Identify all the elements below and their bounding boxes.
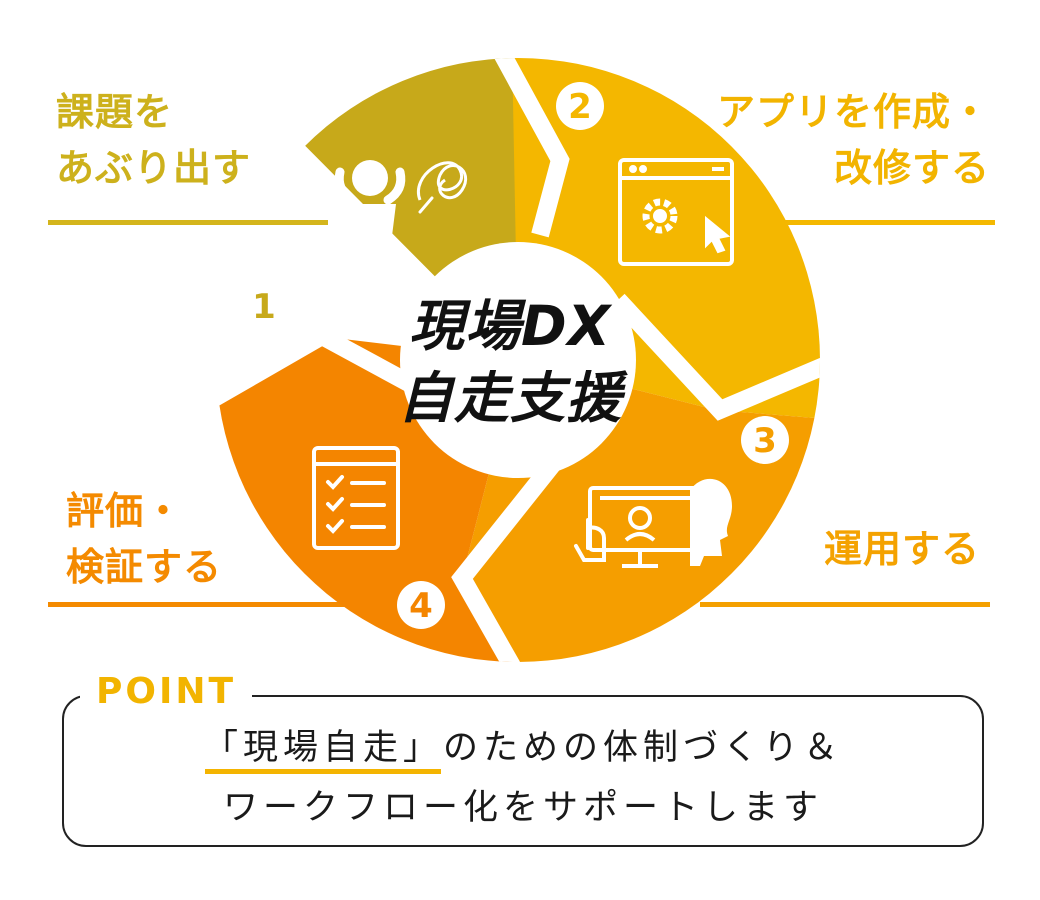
checklist-icon (312, 446, 400, 550)
step-1-label-line: あぶり出す (56, 146, 252, 190)
step-2-number: 2 (568, 87, 592, 127)
point-text-line-2: ワークフロー化をサポートします (222, 788, 823, 828)
point-highlight: 「現場自走」 (203, 718, 443, 778)
step-1-badge: 1 (240, 282, 288, 330)
step-4-number: 4 (409, 586, 433, 626)
step-1-label-line: 課題を (56, 90, 174, 134)
center-title: 現場DX 自走支援 (385, 290, 635, 434)
frustrated-person-icon (334, 160, 468, 262)
separator-3 (451, 449, 568, 662)
step-3-label-line: 運用する (823, 527, 980, 571)
step-3-label: 運用する (824, 521, 980, 577)
step-4-label-line: 検証する (66, 545, 223, 589)
step-3-number: 3 (753, 421, 777, 461)
app-settings-window-icon (618, 158, 734, 266)
step-1-segment (216, 58, 556, 410)
center-title-line-2: 自走支援 (397, 366, 622, 430)
step-1-rule (48, 220, 328, 225)
point-text-line-1-rest: のための体制づくり＆ (443, 728, 844, 768)
point-badge: POINT (80, 668, 253, 716)
point-text: 「現場自走」のための体制づくり＆ ワークフロー化をサポートします (62, 718, 984, 838)
step-2-label: アプリを作成・ 改修する (717, 84, 990, 196)
step-4-label: 評価・ 検証する (66, 483, 222, 595)
separator-1 (492, 58, 570, 238)
step-2-label-line: アプリを作成・ (716, 90, 990, 134)
separator-2 (611, 293, 820, 421)
step-1-number: 1 (252, 287, 276, 327)
step-2-label-line: 改修する (833, 146, 990, 190)
step-2-badge: 2 (556, 82, 604, 130)
step-4-rule (48, 602, 348, 607)
point-box (62, 695, 984, 847)
step-3-rule (700, 602, 990, 607)
center-circle (400, 242, 636, 478)
step-4-label-line: 評価・ (66, 489, 184, 533)
point-text-line-1: 「現場自走」のための体制づくり＆ (62, 718, 984, 778)
operator-screen-icon (574, 478, 732, 568)
step-2-rule (700, 220, 995, 225)
step-1-label: 課題を あぶり出す (56, 84, 251, 196)
step-4-badge: 4 (397, 581, 445, 629)
separator-4 (216, 325, 445, 420)
center-title-line-1: 現場DX (408, 294, 612, 358)
step-3-badge: 3 (741, 416, 789, 464)
